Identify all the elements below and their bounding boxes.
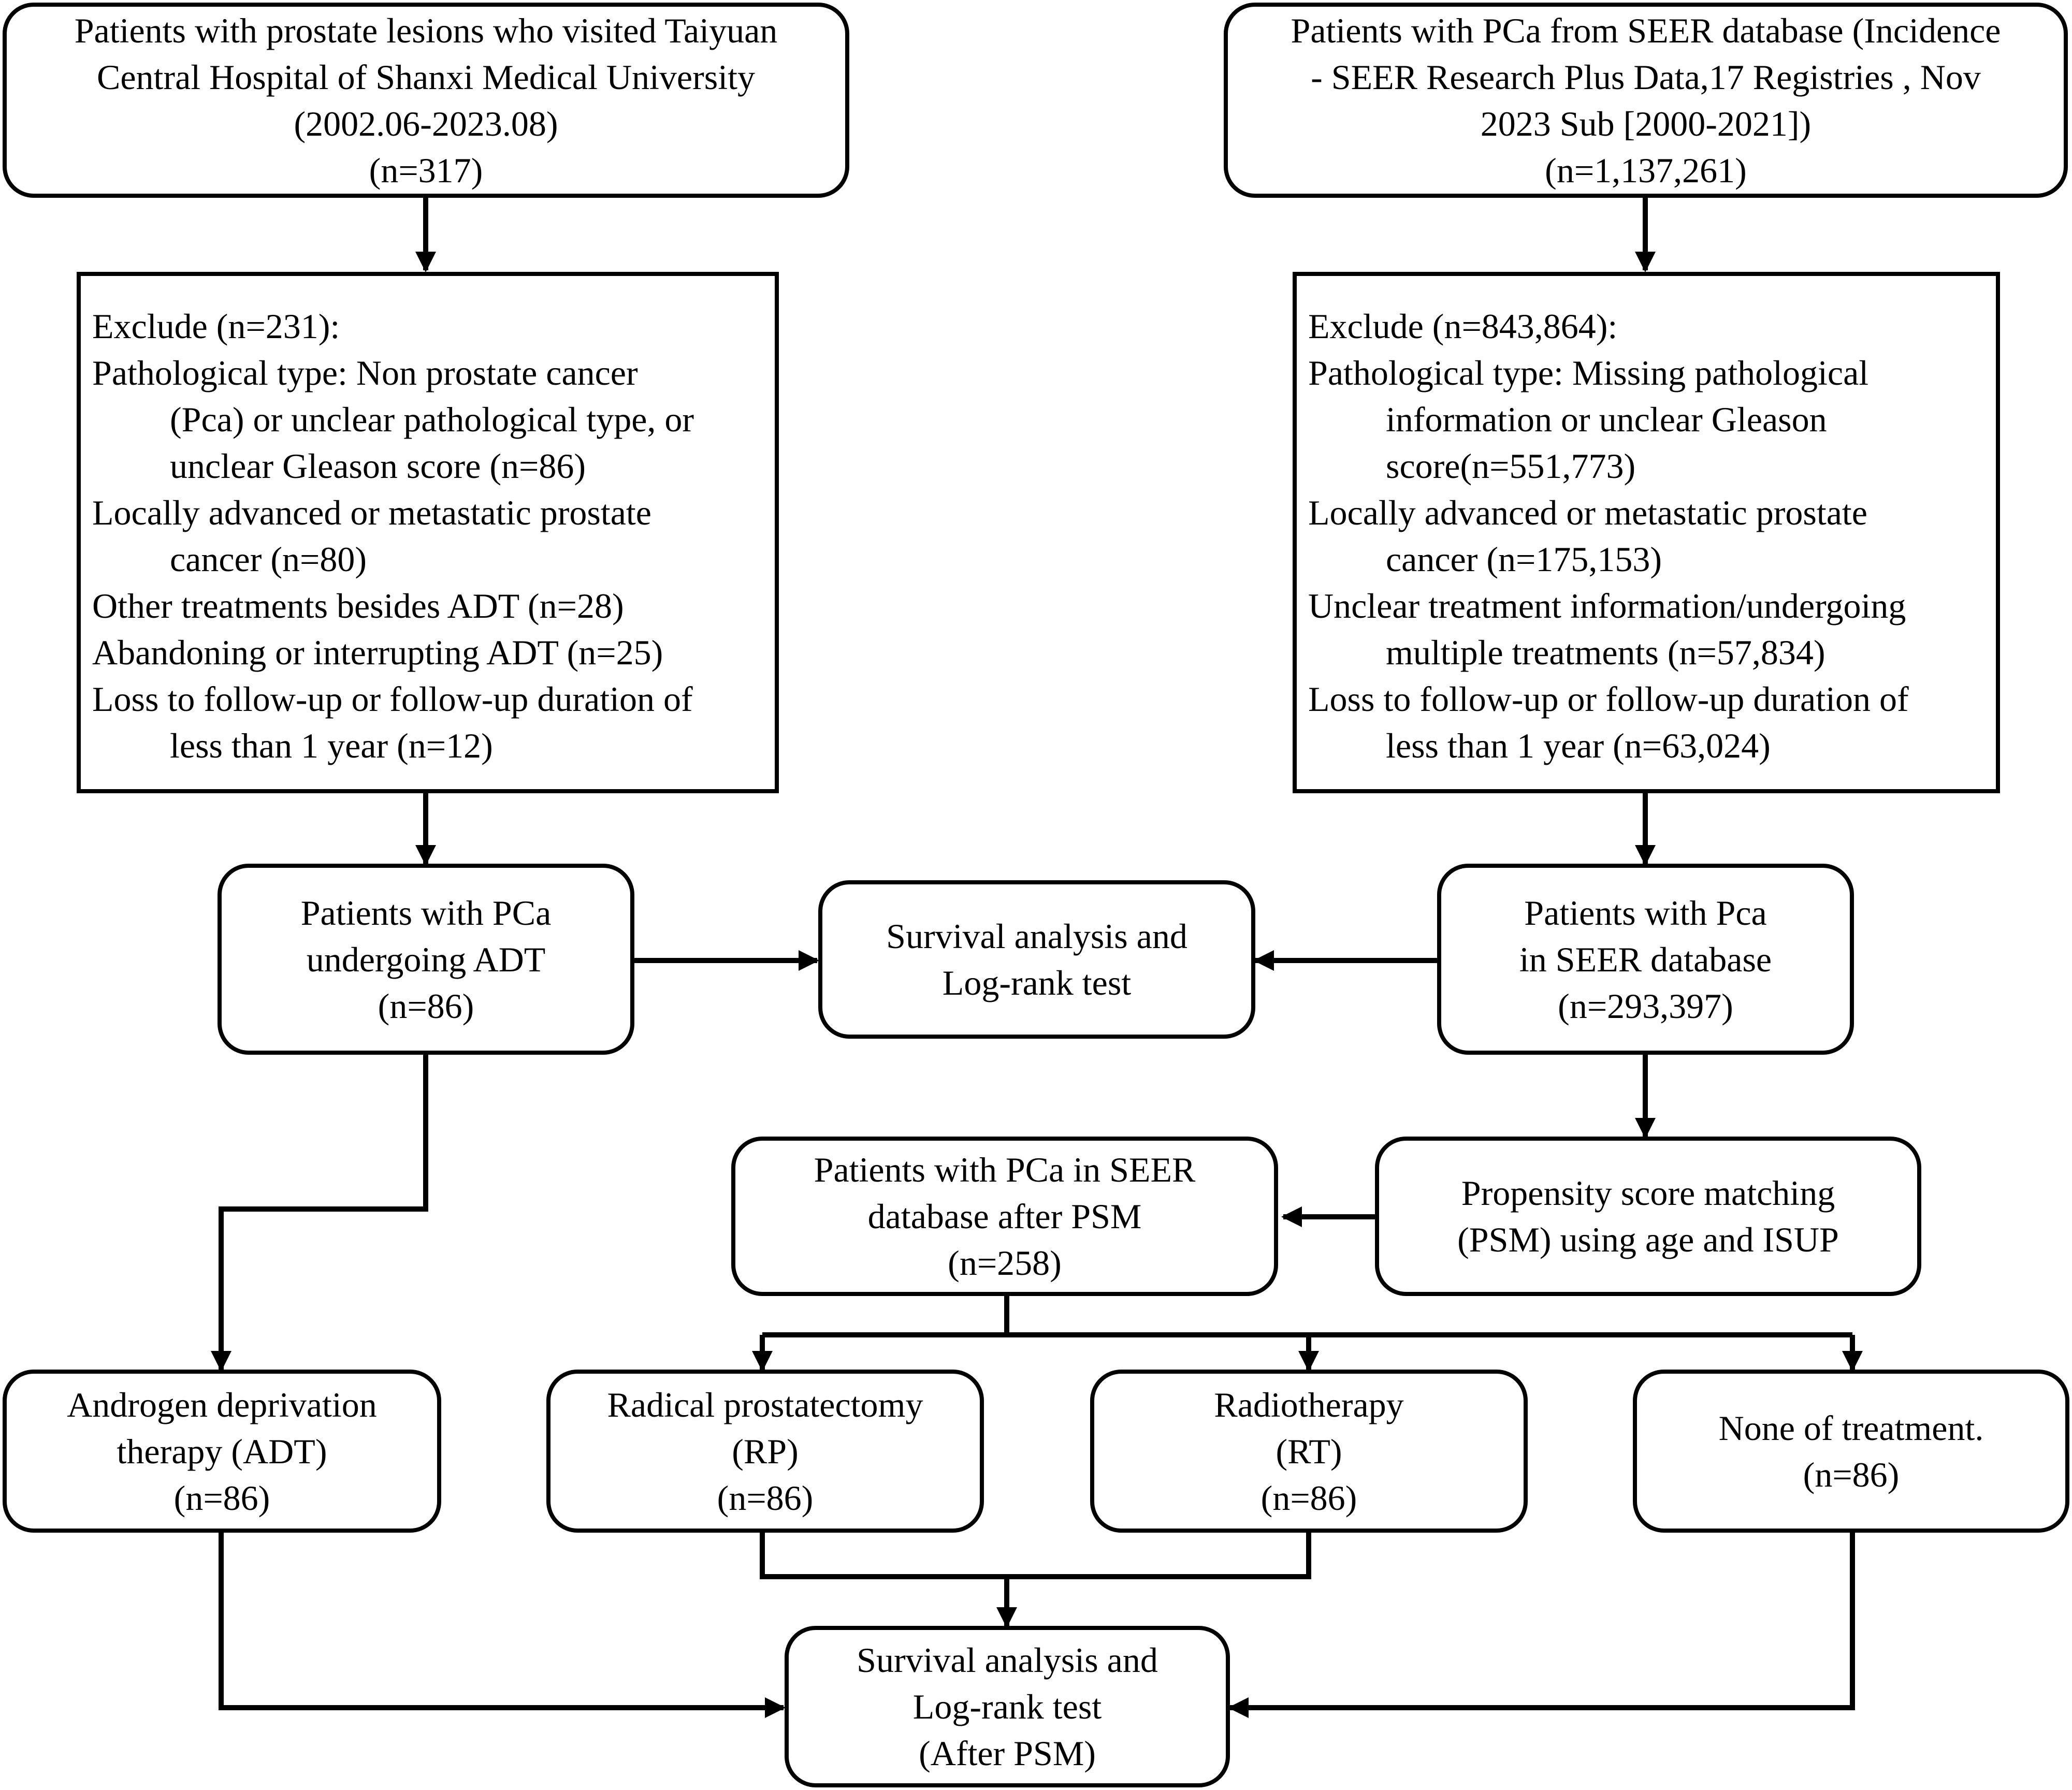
seer-exclude-line-10: less than 1 year (n=63,024) [1386, 726, 1771, 765]
survival-post-line-1: Survival analysis and [857, 1640, 1158, 1680]
hospital-adt-line-1: Patients with PCa [300, 893, 552, 933]
survival-pre-line-2: Log-rank test [942, 963, 1132, 1002]
box-hospital-source: Patients with prostate lesions who visit… [3, 3, 849, 198]
arrow-adt-group-to-survival-post [219, 1533, 786, 1718]
arrow-none-group-to-survival-post [1228, 1533, 1855, 1718]
hospital-exclude-line-2: Pathological type: Non prostate cancer [92, 353, 638, 392]
hospital-adt-line-3: (n=86) [378, 986, 474, 1026]
hospital-exclude-line-7: Other treatments besides ADT (n=28) [92, 586, 624, 625]
box-hospital-exclude: Exclude (n=231): Pathological type: Non … [77, 272, 779, 793]
seer-source-line-3: 2023 Sub [2000-2021]) [1480, 104, 1812, 143]
hospital-exclude-line-1: Exclude (n=231): [92, 307, 340, 346]
rt-group-line-3: (n=86) [1260, 1478, 1357, 1518]
seer-source-line-1: Patients with PCa from SEER database (In… [1291, 10, 2001, 50]
adt-group-line-3: (n=86) [173, 1478, 270, 1518]
seer-exclude-line-4: score(n=551,773) [1386, 446, 1636, 486]
seer-exclude-line-2: Pathological type: Missing pathological [1308, 353, 1869, 392]
survival-post-line-3: (After PSM) [919, 1734, 1096, 1773]
hospital-adt-line-2: undergoing ADT [306, 939, 546, 979]
none-group-line-1: None of treatment. [1718, 1408, 1984, 1448]
seer-patients-line-3: (n=293,397) [1558, 986, 1733, 1026]
hospital-source-line-1: Patients with prostate lesions who visit… [74, 10, 778, 50]
box-survival-analysis-post: Survival analysis and Log-rank test (Aft… [785, 1626, 1230, 1787]
none-group-line-2: (n=86) [1803, 1454, 1900, 1494]
hospital-exclude-line-10: less than 1 year (n=12) [170, 726, 493, 765]
box-survival-analysis-pre: Survival analysis and Log-rank test [818, 880, 1255, 1039]
seer-exclude-line-8: multiple treatments (n=57,834) [1386, 633, 1825, 672]
rt-group-line-1: Radiotherapy [1214, 1385, 1404, 1424]
seer-exclude-line-5: Locally advanced or metastatic prostate [1308, 493, 1867, 532]
seer-source-line-4: (n=1,137,261) [1545, 150, 1747, 190]
box-psm-step: Propensity score matching (PSM) using ag… [1375, 1137, 1921, 1296]
hospital-source-line-2: Central Hospital of Shanxi Medical Unive… [97, 57, 755, 97]
hospital-source-line-4: (n=317) [369, 150, 483, 190]
hospital-exclude-line-8: Abandoning or interrupting ADT (n=25) [92, 633, 663, 672]
hospital-source-line-3: (2002.06-2023.08) [294, 104, 558, 143]
box-rp-group: Radical prostatectomy (RP) (n=86) [546, 1370, 984, 1533]
seer-exclude-line-6: cancer (n=175,153) [1386, 540, 1662, 579]
seer-exclude-line-1: Exclude (n=843,864): [1308, 307, 1618, 346]
seer-patients-line-2: in SEER database [1519, 939, 1772, 979]
hospital-exclude-line-4: unclear Gleason score (n=86) [170, 446, 586, 486]
psm-patients-line-3: (n=258) [948, 1243, 1062, 1283]
rp-group-line-2: (RP) [732, 1431, 799, 1471]
arrow-adt-patients-to-adt-group [211, 1055, 428, 1372]
adt-group-line-2: therapy (ADT) [117, 1431, 327, 1471]
hospital-exclude-line-3: (Pca) or unclear pathological type, or [170, 400, 694, 439]
box-psm-patients: Patients with PCa in SEER database after… [731, 1137, 1278, 1296]
seer-source-line-2: - SEER Research Plus Data,17 Registries … [1311, 57, 1981, 97]
seer-exclude-line-9: Loss to follow-up or follow-up duration … [1308, 679, 1909, 719]
psm-patients-line-1: Patients with PCa in SEER [814, 1150, 1196, 1189]
psm-step-line-1: Propensity score matching [1461, 1173, 1835, 1213]
rp-group-line-1: Radical prostatectomy [607, 1385, 923, 1424]
box-adt-group: Androgen deprivation therapy (ADT) (n=86… [3, 1370, 441, 1533]
box-hospital-adt-patients: Patients with PCa undergoing ADT (n=86) [218, 864, 634, 1055]
psm-patients-line-2: database after PSM [867, 1197, 1142, 1236]
box-none-group: None of treatment. (n=86) [1633, 1370, 2069, 1533]
box-seer-source: Patients with PCa from SEER database (In… [1224, 3, 2068, 198]
seer-exclude-line-7: Unclear treatment information/undergoing [1308, 586, 1906, 625]
hospital-exclude-line-9: Loss to follow-up or follow-up duration … [92, 679, 693, 719]
box-rt-group: Radiotherapy (RT) (n=86) [1090, 1370, 1528, 1533]
hospital-exclude-line-5: Locally advanced or metastatic prostate [92, 493, 651, 532]
adt-group-line-1: Androgen deprivation [67, 1385, 377, 1424]
box-seer-patients: Patients with Pca in SEER database (n=29… [1437, 864, 1854, 1055]
hospital-exclude-line-6: cancer (n=80) [170, 540, 367, 579]
survival-post-line-2: Log-rank test [912, 1687, 1102, 1726]
rp-group-line-3: (n=86) [717, 1478, 814, 1518]
survival-pre-line-1: Survival analysis and [886, 916, 1187, 956]
seer-exclude-line-3: information or unclear Gleason [1386, 400, 1827, 439]
box-seer-exclude: Exclude (n=843,864): Pathological type: … [1293, 272, 2000, 793]
psm-step-line-2: (PSM) using age and ISUP [1457, 1220, 1839, 1259]
merge-rp-rt [760, 1533, 1311, 1579]
rt-group-line-2: (RT) [1276, 1431, 1342, 1471]
seer-patients-line-1: Patients with Pca [1524, 893, 1767, 933]
